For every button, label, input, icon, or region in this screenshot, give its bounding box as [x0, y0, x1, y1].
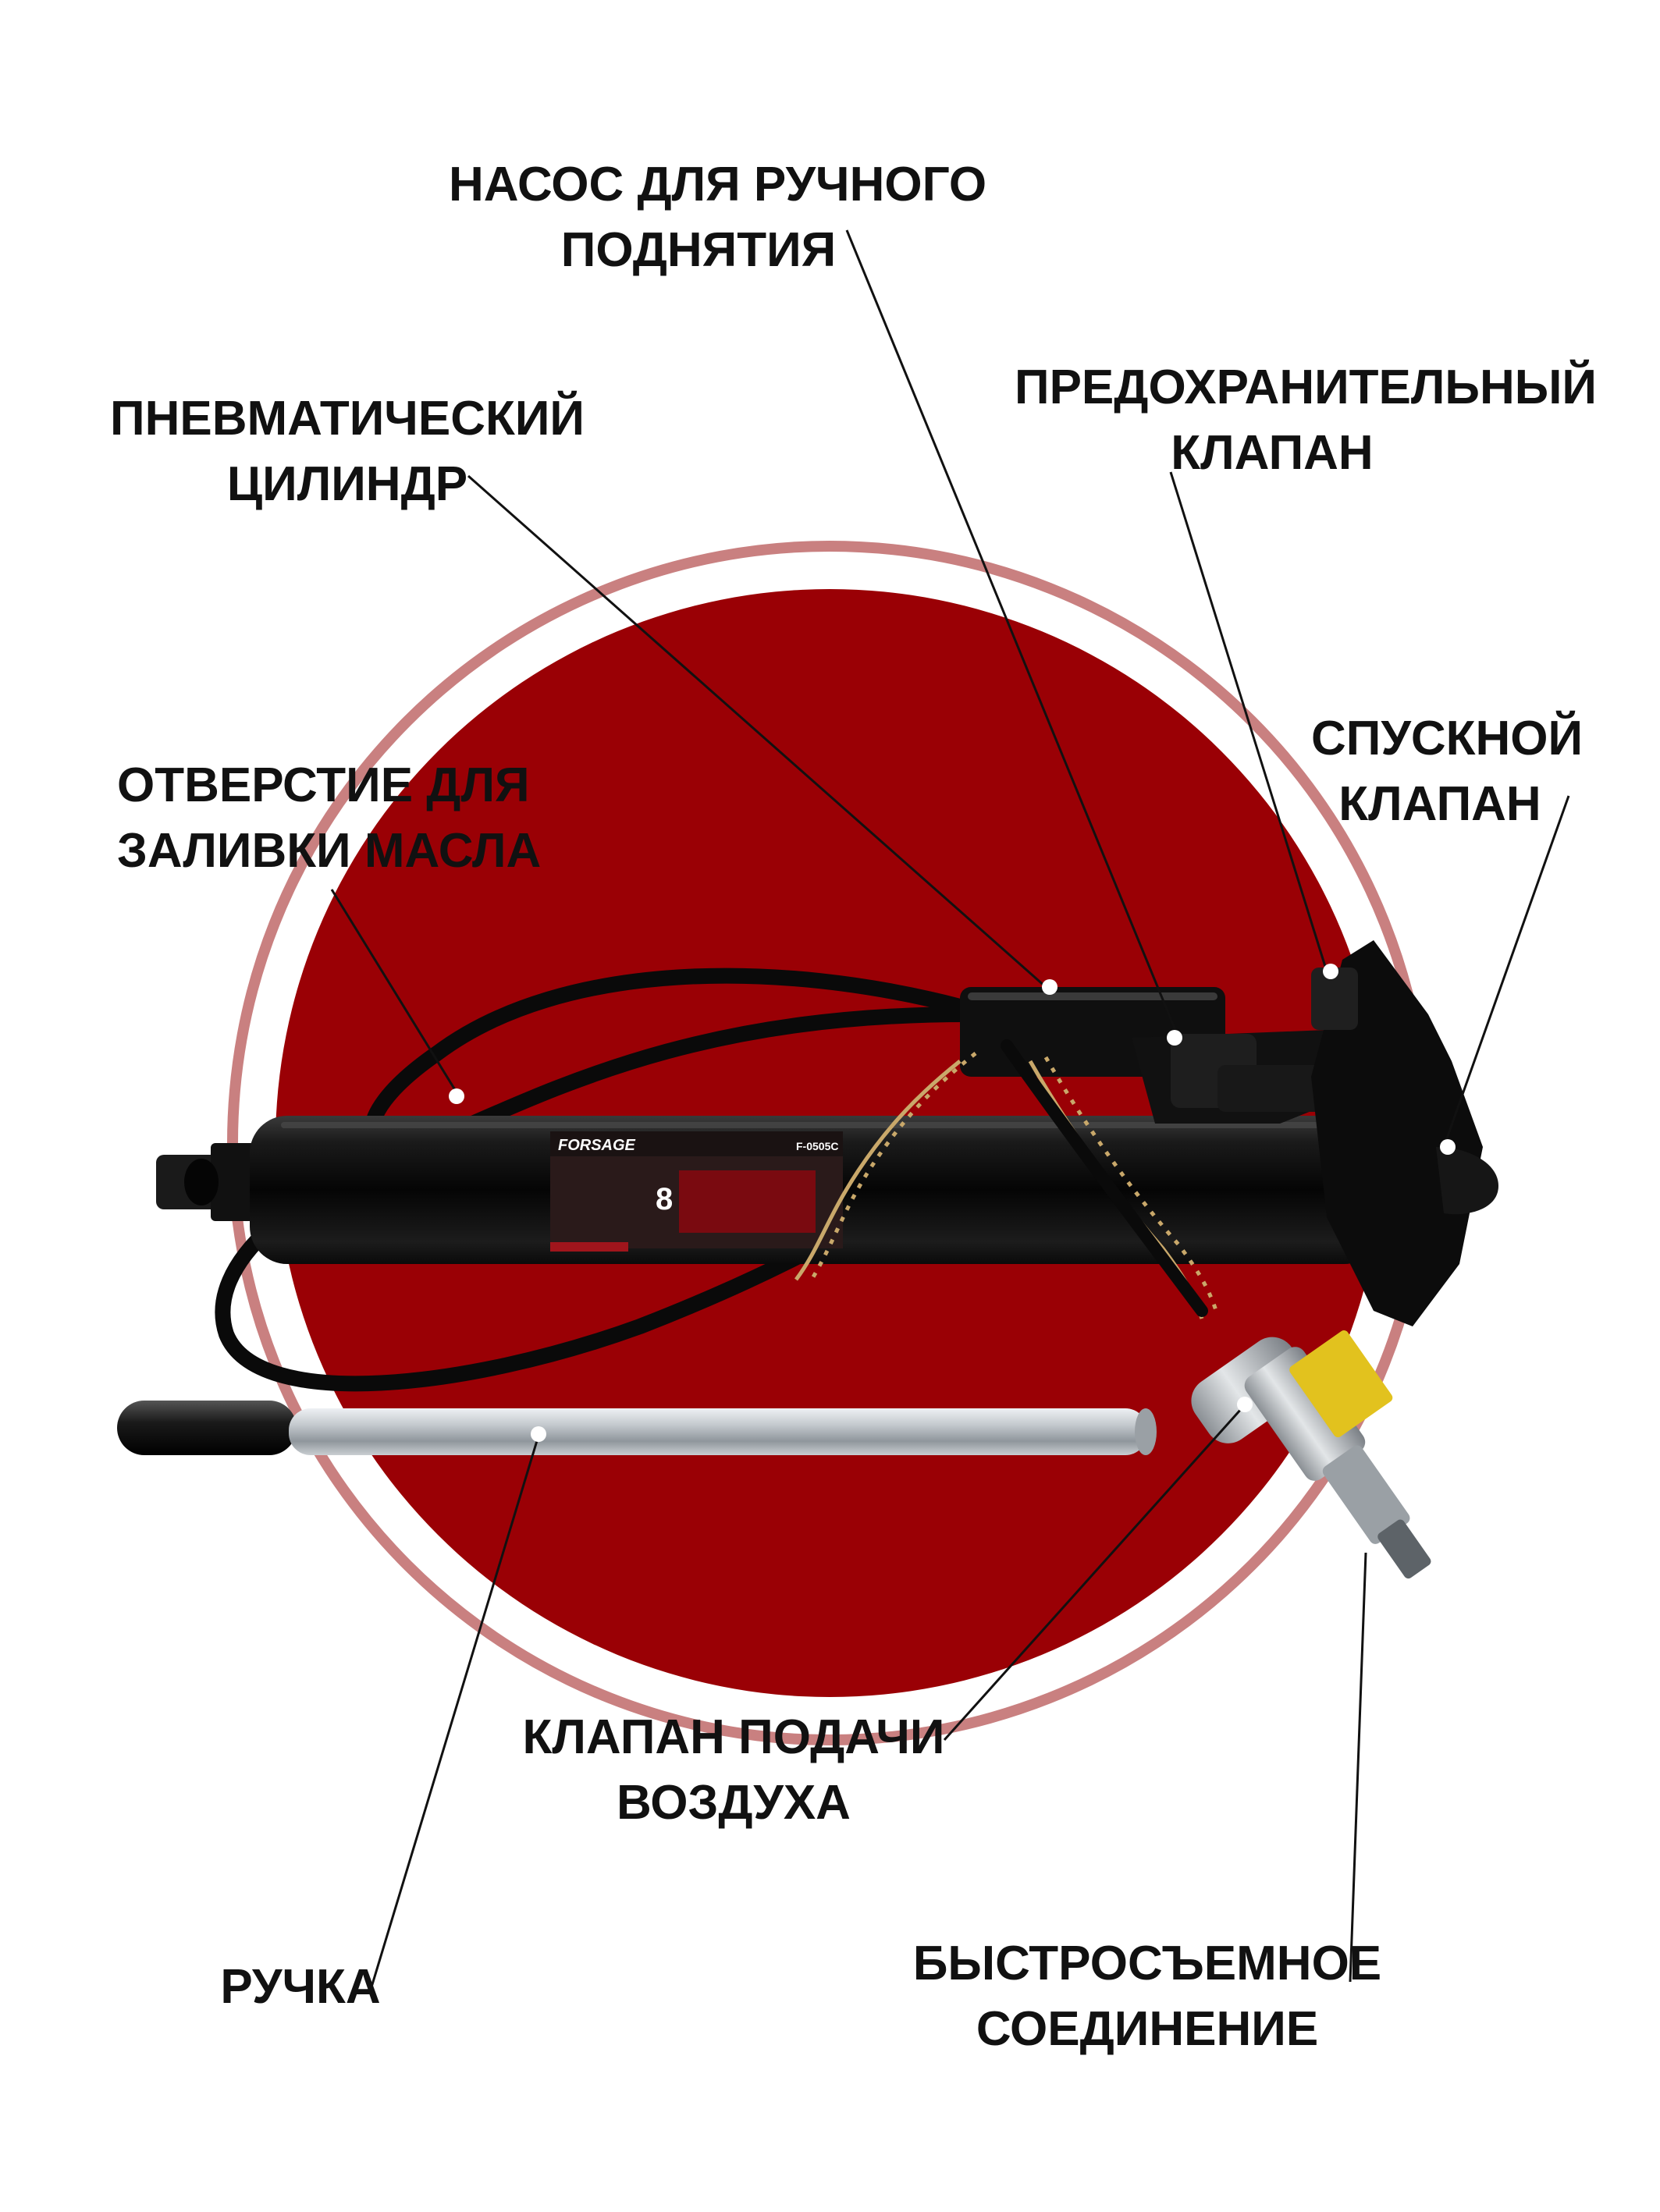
- marker-release: [1440, 1139, 1456, 1155]
- hose-spring-left: [794, 1052, 977, 1281]
- leader-air: [943, 1399, 1250, 1742]
- label-quick-coupler-line2: СОЕДИНЕНИЕ: [976, 2002, 1319, 2056]
- label-air-valve: КЛАПАН ПОДАЧИ ВОЗДУХА: [515, 1705, 952, 1836]
- label-hand-pump-line2: ПОДНЯТИЯ: [560, 223, 837, 277]
- air-line: [1001, 1039, 1208, 1317]
- marker-air: [1237, 1397, 1253, 1412]
- label-release-valve: СПУСКНОЙ КЛАПАН: [1311, 706, 1584, 837]
- leader-handle: [369, 1435, 540, 1990]
- pump-assembly: [960, 987, 1358, 1124]
- leader-lines: [330, 229, 1570, 1990]
- label-oil-fill-hole: ОТВЕРСТИЕ ДЛЯ ЗАЛИВКИ МАСЛА: [117, 753, 542, 884]
- marker-pneumatic: [1042, 979, 1057, 995]
- label-oil-fill-hole-line1: ОТВЕРСТИЕ ДЛЯ: [117, 758, 530, 812]
- label-hand-pump: НАСОС ДЛЯ РУЧНОГО ПОДНЯТИЯ: [449, 152, 987, 283]
- cylinder-head: [1311, 940, 1498, 1326]
- label-release-valve-line1: СПУСКНОЙ: [1311, 712, 1584, 765]
- marker-safety: [1323, 964, 1338, 979]
- label-air-valve-line2: ВОЗДУХА: [617, 1776, 851, 1830]
- label-handle-line1: РУЧКА: [220, 1960, 381, 2014]
- sticker-model: F-0505C: [796, 1140, 838, 1152]
- label-quick-coupler-line1: БЫСТРОСЪЕМНОЕ: [912, 1937, 1382, 1990]
- label-pneumatic-cylinder: ПНЕВМАТИЧЕСКИЙ ЦИЛИНДР: [101, 386, 593, 517]
- label-safety-valve: ПРЕДОХРАНИТЕЛЬНЫЙ КЛАПАН: [1015, 355, 1597, 486]
- pump-handle: [117, 1401, 1157, 1455]
- leader-quick: [1349, 1552, 1367, 1983]
- label-air-valve-line1: КЛАПАН ПОДАЧИ: [522, 1710, 945, 1764]
- marker-pump: [1167, 1030, 1182, 1046]
- label-handle: РУЧКА: [211, 1955, 390, 2020]
- label-quick-coupler: БЫСТРОСЪЕМНОЕ СОЕДИНЕНИЕ: [905, 1931, 1389, 2062]
- leader-safety: [1169, 471, 1328, 972]
- label-hand-pump-line1: НАСОС ДЛЯ РУЧНОГО: [449, 158, 987, 211]
- label-safety-valve-line1: ПРЕДОХРАНИТЕЛЬНЫЙ: [1015, 360, 1597, 414]
- leader-release: [1442, 795, 1570, 1148]
- label-pneumatic-cylinder-line2: ЦИЛИНДР: [226, 457, 468, 511]
- sticker-tonnage: 8: [656, 1182, 673, 1216]
- marker-dots: [449, 964, 1456, 1442]
- label-release-valve-line2: КЛАПАН: [1338, 777, 1541, 831]
- product-sticker: FORSAGE F-0505C 8: [550, 1131, 843, 1252]
- leader-oil: [330, 889, 458, 1093]
- air-valve-body: [1191, 1330, 1431, 1579]
- marker-handle: [531, 1426, 546, 1442]
- leader-pneumatic: [467, 474, 1047, 989]
- label-oil-fill-hole-line2: ЗАЛИВКИ МАСЛА: [117, 824, 542, 878]
- leader-pump: [845, 229, 1180, 1039]
- label-pneumatic-cylinder-line1: ПНЕВМАТИЧЕСКИЙ: [110, 392, 585, 446]
- sticker-brand: FORSAGE: [558, 1137, 636, 1154]
- marker-oil: [449, 1088, 464, 1104]
- label-safety-valve-line2: КЛАПАН: [1171, 426, 1374, 480]
